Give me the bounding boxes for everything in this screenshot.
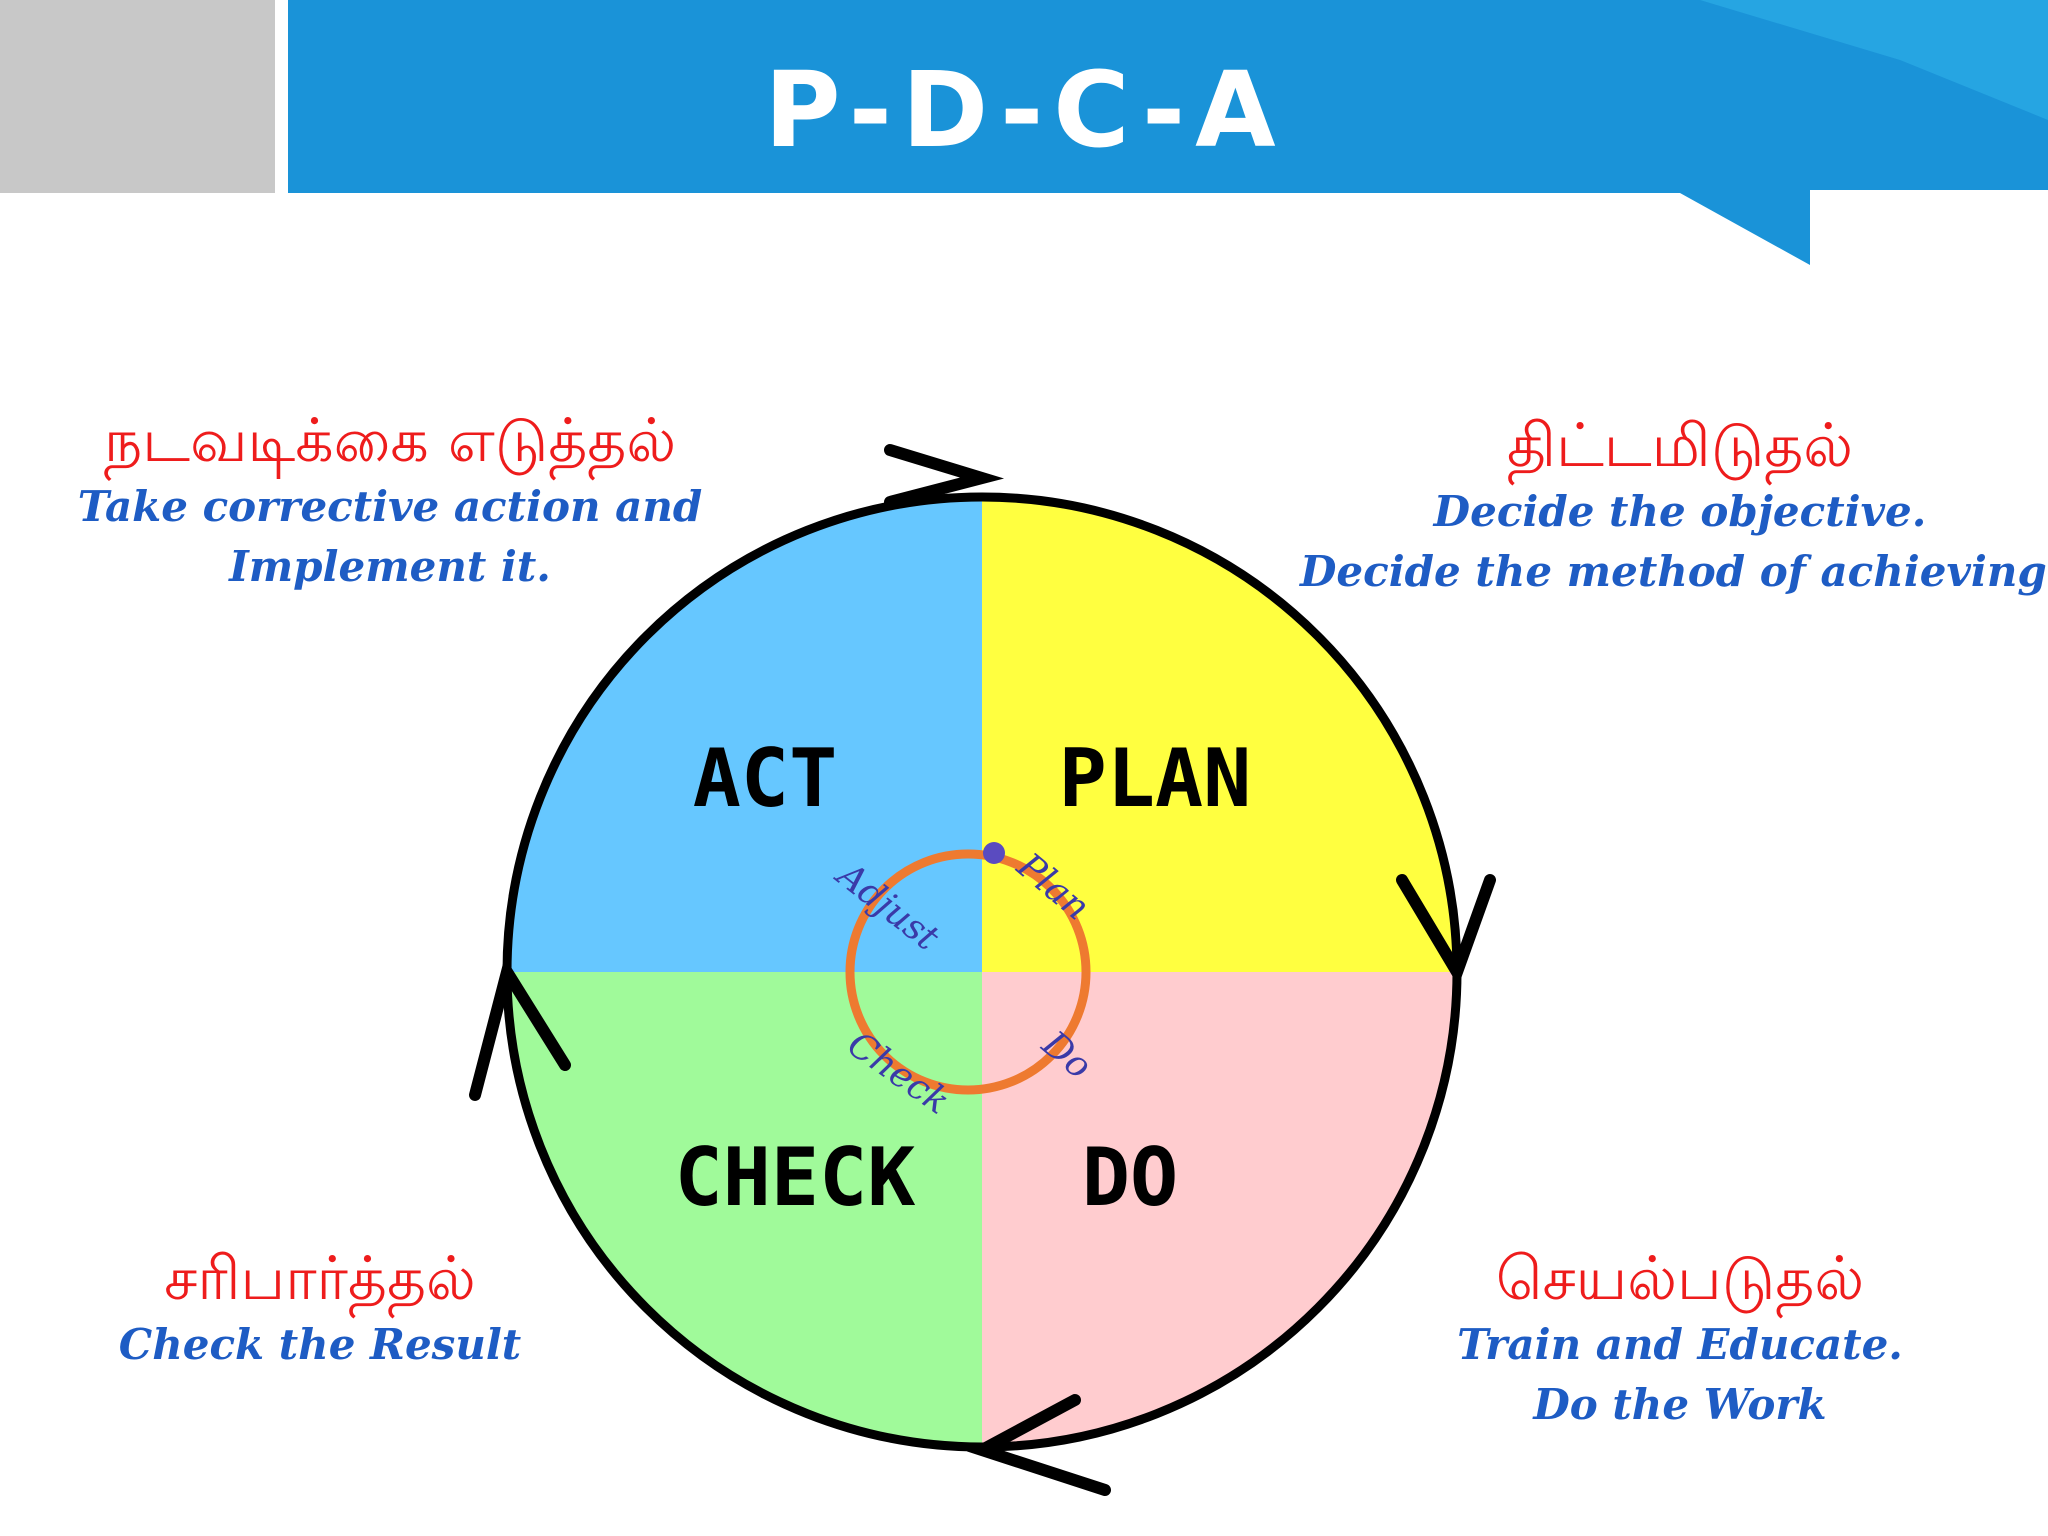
quadrant-label-do: DO [1082, 1131, 1178, 1224]
page-title: P-D-C-A [764, 49, 1286, 171]
caption-do-tamil: செயல்படுதல் [1495, 1244, 1865, 1314]
caption-check-tamil: சரிபார்த்தல் [164, 1244, 476, 1314]
header-highlight [1700, 0, 2048, 120]
caption-act-tamil: நடவடிக்கை எடுத்தல் [103, 406, 677, 476]
caption-act-line-2: Implement it. [229, 542, 551, 591]
inner-cycle-marker-icon [983, 842, 1005, 864]
quadrant-label-check: CHECK [675, 1131, 916, 1224]
arrow-icon [469, 956, 571, 1101]
caption-check: சரிபார்த்தல் Check the Result [90, 1243, 550, 1375]
header-gray-block [0, 0, 275, 193]
caption-act: நடவடிக்கை எடுத்தல் Take corrective actio… [30, 405, 750, 597]
caption-check-line-1: Check the Result [118, 1320, 522, 1369]
caption-do-line-2: Do the Work [1533, 1380, 1827, 1429]
caption-do: செயல்படுதல் Train and Educate. Do the Wo… [1400, 1243, 1960, 1435]
caption-do-line-1: Train and Educate. [1457, 1320, 1903, 1369]
caption-plan-line-2: Decide the method of achieving it [1300, 547, 2048, 596]
quadrant-label-act: ACT [693, 732, 838, 825]
arrow-icon [1396, 874, 1496, 986]
caption-plan-line-1: Decide the objective. [1433, 487, 1927, 536]
header-blue-band [288, 0, 2048, 265]
caption-plan: திட்டமிடுதல் Decide the objective. Decid… [1300, 410, 2048, 602]
caption-plan-tamil: திட்டமிடுதல் [1506, 411, 1854, 481]
inner-cycle-ring [845, 849, 1091, 1095]
arrow-icon [966, 1394, 1111, 1496]
caption-act-line-1: Take corrective action and [77, 482, 703, 531]
header-banner [0, 0, 2048, 265]
arrow-icon [884, 444, 1005, 508]
quadrant-label-plan: PLAN [1059, 732, 1252, 825]
